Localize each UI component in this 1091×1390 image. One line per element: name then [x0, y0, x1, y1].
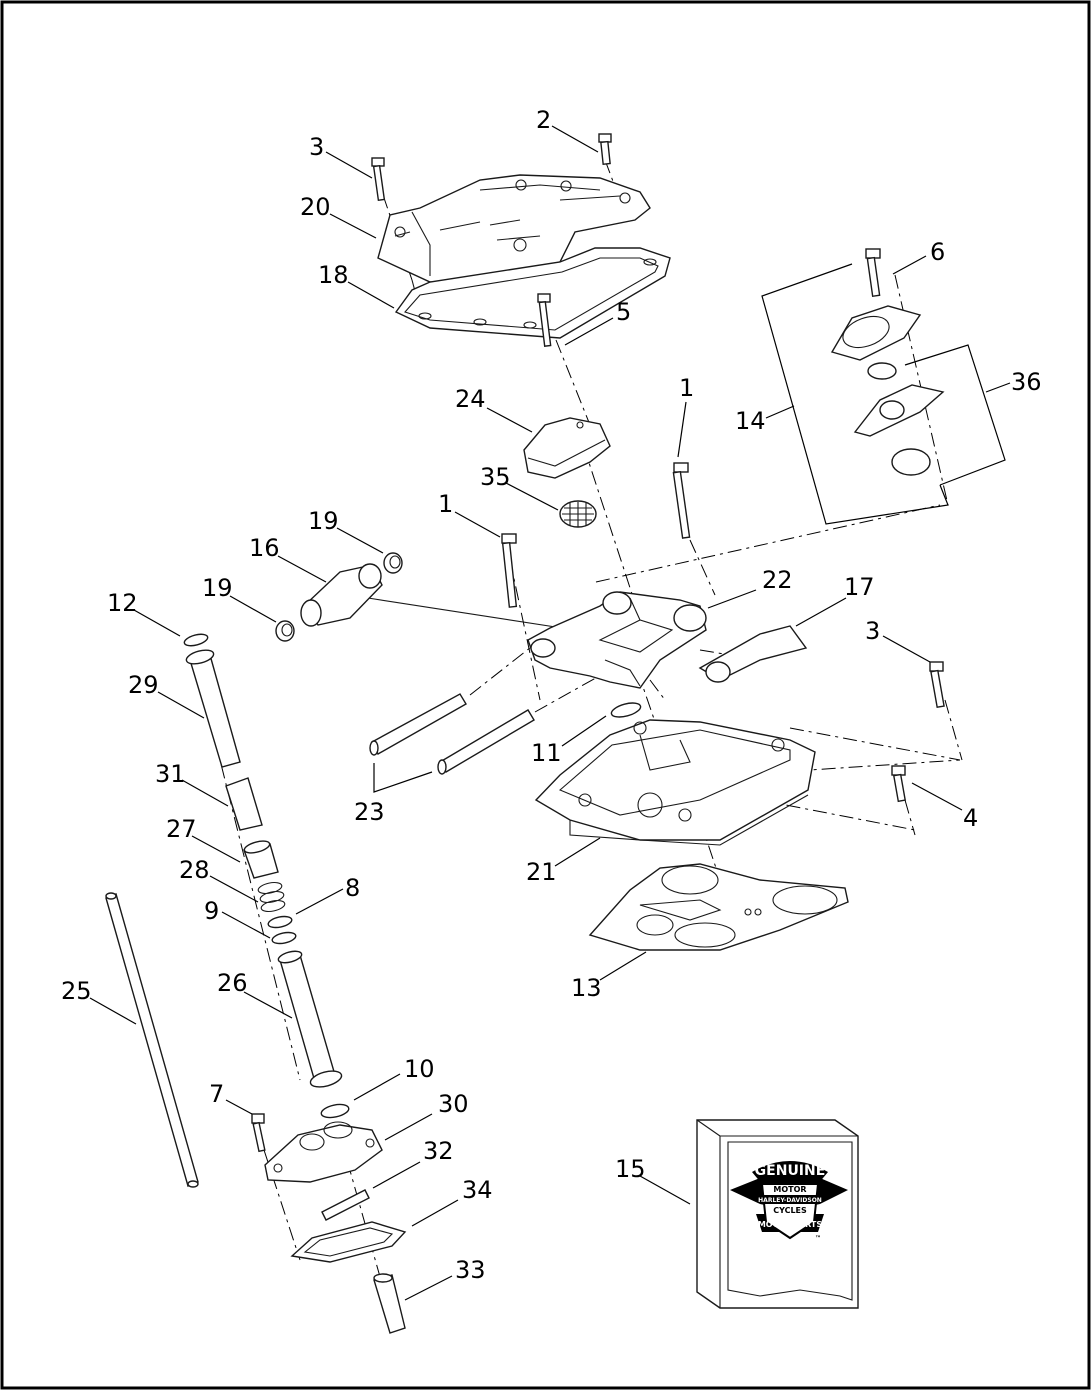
- bolt-part-2: [598, 133, 612, 166]
- rocker-support-part: [527, 591, 707, 689]
- breather-valve-part-36: [853, 384, 945, 476]
- logo-shield-brand: HARLEY-DAVIDSON: [758, 1197, 822, 1204]
- hydraulic-lifter-part-33: [373, 1273, 406, 1334]
- callout-3-right: 3: [865, 617, 880, 645]
- o-ring-part-9: [271, 931, 297, 945]
- breather-cover-part-14: [830, 305, 922, 361]
- callout-36: 36: [1011, 368, 1042, 396]
- o-ring-part-11: [610, 702, 642, 718]
- callout-31: 31: [155, 760, 186, 788]
- callout-12: 12: [107, 589, 138, 617]
- bolt-part-3-right: [929, 661, 945, 709]
- lifter-cover-gasket-part-34: [290, 1221, 407, 1263]
- rocker-arm-part-16: [300, 563, 383, 627]
- bolt-part-7: [251, 1113, 266, 1153]
- callout-23: 23: [354, 798, 385, 826]
- anti-rotation-pin-part-32: [321, 1189, 370, 1221]
- callout-20: 20: [300, 193, 331, 221]
- callout-34: 34: [462, 1176, 493, 1204]
- callout-35: 35: [480, 463, 511, 491]
- leader-lines: [89, 125, 1011, 1301]
- callout-32: 32: [423, 1137, 454, 1165]
- callout-27: 27: [166, 815, 197, 843]
- callout-10: 10: [404, 1055, 435, 1083]
- bolt-part-1-left: [501, 533, 518, 608]
- breather-filter-part: [559, 500, 597, 528]
- callout-33: 33: [455, 1256, 486, 1284]
- o-ring-part-12: [183, 633, 209, 647]
- callout-13: 13: [571, 974, 602, 1002]
- callout-5: 5: [616, 298, 631, 326]
- callout-4: 4: [963, 804, 978, 832]
- callout-8: 8: [345, 874, 360, 902]
- callout-9: 9: [204, 897, 219, 925]
- bushing-part-19-b: [275, 620, 295, 642]
- lifter-cover-part-30: [264, 1121, 383, 1183]
- callout-26: 26: [217, 969, 248, 997]
- callout-25: 25: [61, 977, 92, 1005]
- logo-shield-motor: MOTOR: [773, 1185, 806, 1194]
- logo-word-motor-parts: MOTOR PARTS: [758, 1220, 823, 1229]
- callout-14: 14: [735, 407, 766, 435]
- pushrod-part-25: [105, 892, 199, 1188]
- spring-part-28: [257, 881, 286, 913]
- rocker-cover-gasket-part: [394, 247, 671, 339]
- bolt-part-1-right: [672, 462, 691, 539]
- spring-cap-part: [243, 840, 279, 879]
- breather-cover-part: [523, 417, 611, 479]
- callout-22: 22: [762, 566, 793, 594]
- callout-3-top: 3: [309, 133, 324, 161]
- rocker-arm-part-17: [698, 625, 808, 683]
- callout-24: 24: [455, 385, 486, 413]
- pushrod-cover-middle-part: [225, 777, 263, 831]
- kit-bracket-14: [761, 263, 949, 525]
- bolt-part-6: [865, 248, 881, 298]
- harley-davidson-logo: GENUINE MOTOR HARLEY-DAVIDSON CYCLES MOT…: [730, 1161, 848, 1242]
- callout-30: 30: [438, 1090, 469, 1118]
- o-ring-part-10: [320, 1103, 350, 1119]
- bolt-part-4: [891, 765, 907, 803]
- callout-28: 28: [179, 856, 210, 884]
- callout-numbers: 3 2 20 18 5 24 1 35 1 19 16 19 12 29 31 …: [61, 106, 1042, 1284]
- pushrod-cover-upper-part: [185, 649, 241, 768]
- bolt-part-5: [537, 293, 552, 347]
- callout-7: 7: [209, 1080, 224, 1108]
- logo-word-genuine: GENUINE: [755, 1163, 826, 1179]
- bushing-part-19-a: [383, 552, 403, 574]
- rocker-shaft-part-a: [369, 693, 467, 756]
- callout-21: 21: [526, 858, 557, 886]
- gasket-part-14: [867, 362, 897, 380]
- logo-trademark: ™: [815, 1235, 821, 1242]
- pushrod-cover-lower-part: [277, 950, 343, 1088]
- rocker-housing-part: [534, 719, 816, 846]
- washer-part-8: [267, 915, 293, 929]
- callout-19-left: 19: [202, 574, 233, 602]
- rocker-housing-gasket-part: [588, 863, 849, 951]
- callout-19-top: 19: [308, 507, 339, 535]
- kit-bracket-36: [904, 344, 1006, 486]
- callout-17: 17: [844, 573, 875, 601]
- callout-15: 15: [615, 1155, 646, 1183]
- logo-shield-cycles: CYCLES: [773, 1206, 807, 1215]
- callout-16: 16: [249, 534, 280, 562]
- callout-1-left: 1: [438, 490, 453, 518]
- callout-1-right: 1: [679, 374, 694, 402]
- bolt-part-3-top: [371, 157, 386, 202]
- callout-29: 29: [128, 671, 159, 699]
- rocker-shaft-part-b: [437, 709, 535, 775]
- callout-18: 18: [318, 261, 349, 289]
- callout-6: 6: [930, 238, 945, 266]
- callout-11: 11: [531, 739, 562, 767]
- callout-2: 2: [536, 106, 551, 134]
